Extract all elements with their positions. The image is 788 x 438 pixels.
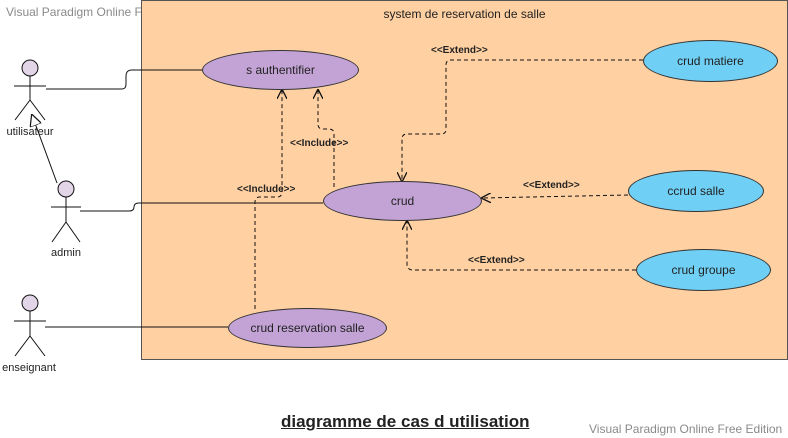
include-label-crud: <<Include>> [290, 138, 349, 149]
generalization-admin-utilisateur[interactable] [32, 115, 58, 184]
extend-label-groupe: <<Extend>> [468, 255, 525, 266]
association-utilisateur-authentifier[interactable] [46, 69, 202, 90]
actor-enseignant-figure[interactable] [14, 294, 46, 357]
extend-matiere-crud[interactable] [402, 59, 643, 181]
usecase-authentifier[interactable]: s authentifier [202, 50, 359, 90]
actor-utilisateur-figure[interactable] [14, 59, 46, 121]
usecase-ccrud-salle[interactable]: ccrud salle [628, 170, 764, 212]
usecase-crud-reservation-salle[interactable]: crud reservation salle [228, 308, 387, 348]
extend-groupe-crud[interactable] [407, 221, 636, 271]
watermark-bottom: Visual Paradigm Online Free Edition [589, 422, 783, 436]
include-reservation-authentifier[interactable] [254, 90, 282, 309]
extend-label-salle: <<Extend>> [523, 180, 580, 191]
usecase-crud-matiere[interactable]: crud matiere [643, 40, 778, 82]
usecase-crud-groupe[interactable]: crud groupe [636, 249, 771, 291]
actor-admin-label: admin [51, 247, 81, 259]
extend-label-matiere: <<Extend>> [431, 45, 488, 56]
include-label-reservation: <<Include>> [237, 184, 296, 195]
association-admin-crud[interactable] [80, 202, 323, 212]
include-crud-authentifier[interactable] [318, 90, 335, 187]
usecase-crud[interactable]: crud [323, 181, 482, 221]
actor-enseignant-label: enseignant [2, 362, 56, 374]
extend-salle-crud[interactable] [482, 195, 629, 198]
actor-admin-figure[interactable] [51, 180, 81, 243]
diagram-caption: diagramme de cas d utilisation [281, 412, 530, 431]
actor-utilisateur-label: utilisateur [6, 126, 54, 138]
system-title: system de reservation de salle [383, 7, 546, 21]
